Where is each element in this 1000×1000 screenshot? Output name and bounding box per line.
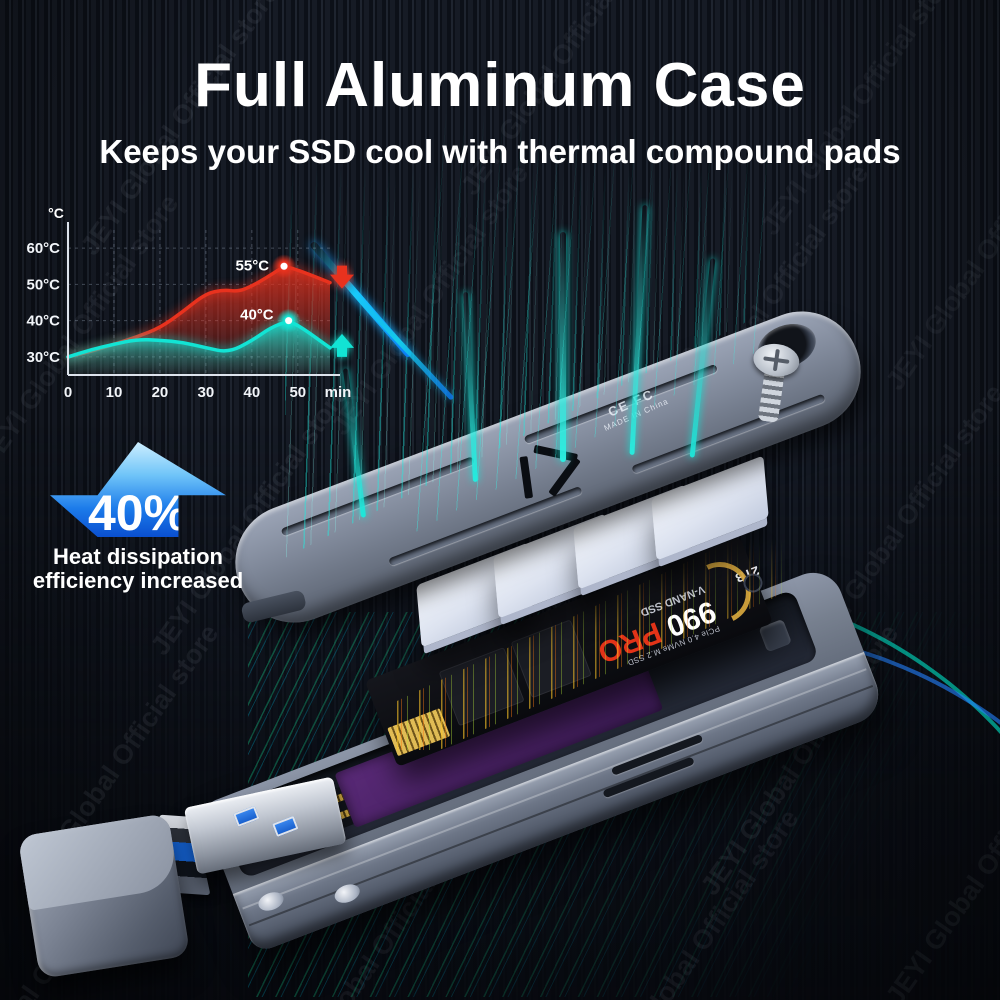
x-tick-label: 20 bbox=[152, 384, 169, 401]
efficiency-caption-line2: efficiency increased bbox=[32, 568, 244, 594]
y-tick-label: 40°C bbox=[26, 313, 60, 330]
plate-end-tab bbox=[240, 589, 308, 624]
y-axis-unit: °C bbox=[48, 205, 64, 221]
trend-arrow-up bbox=[330, 333, 354, 357]
screw-hole-oval bbox=[332, 881, 363, 907]
usb-metal-shell bbox=[183, 776, 347, 875]
x-tick-label: 50 bbox=[289, 384, 306, 401]
page-title: Full Aluminum Case bbox=[194, 51, 806, 120]
peak-dot bbox=[280, 262, 288, 270]
efficiency-caption-line1: Heat dissipation bbox=[53, 544, 223, 569]
peak-dot bbox=[285, 317, 293, 325]
efficiency-up-arrow: 40% bbox=[50, 442, 226, 537]
x-tick-label: 40 bbox=[244, 384, 261, 401]
y-tick-label: 50°C bbox=[26, 276, 60, 293]
y-tick-label: 30°C bbox=[26, 349, 60, 366]
trend-arrow-down bbox=[330, 265, 354, 289]
y-tick-label: 60°C bbox=[26, 240, 60, 257]
temperature-chart: 55°C 40°C °C 60°C 50°C 40°C 30°C 0 10 20 30 40 50 min bbox=[24, 200, 354, 412]
temperature-chart-svg: 55°C 40°C °C 60°C 50°C 40°C 30°C 0 10 20 30 40 50 min bbox=[26, 205, 354, 401]
aluminum-cap bbox=[17, 812, 191, 980]
page-subtitle: Keeps your SSD cool with thermal compoun… bbox=[99, 133, 901, 170]
efficiency-callout: 40% Heat dissipation efficiency increase… bbox=[22, 442, 254, 593]
x-axis-unit: min bbox=[325, 384, 352, 401]
efficiency-value: 40% bbox=[87, 485, 189, 541]
screw-thread bbox=[757, 370, 785, 423]
usb-contact-window bbox=[233, 805, 260, 827]
usb-contact-window bbox=[272, 815, 299, 838]
peak-label: 55°C bbox=[236, 257, 270, 274]
cap-top-face bbox=[17, 812, 180, 911]
cyan-streak-accent bbox=[560, 232, 566, 462]
x-tick-label: 30 bbox=[198, 384, 215, 401]
x-tick-label: 0 bbox=[64, 384, 72, 401]
peak-label: 40°C bbox=[240, 307, 274, 324]
x-tick-label: 10 bbox=[106, 384, 123, 401]
